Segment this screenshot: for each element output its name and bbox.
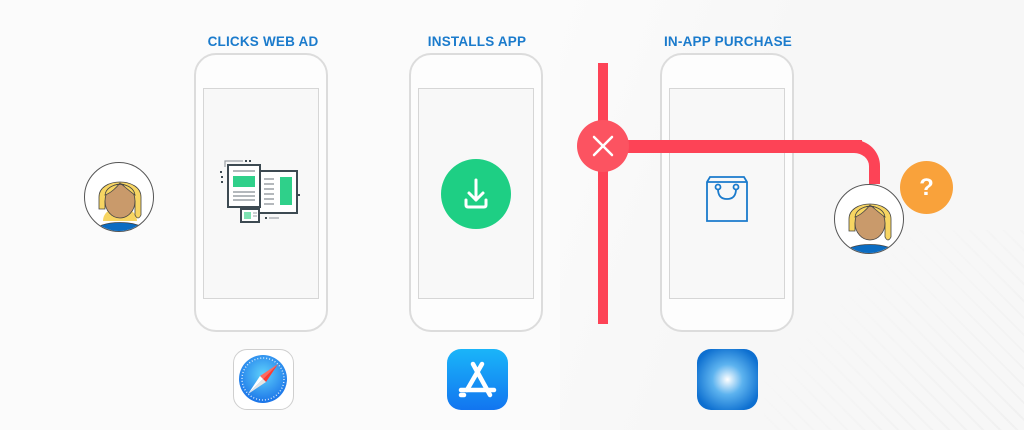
step-label-installs-app: INSTALLS APP <box>427 34 527 49</box>
user-avatar-icon <box>93 181 147 231</box>
phone-screen <box>669 88 785 299</box>
download-icon <box>441 158 511 229</box>
end-user-avatar <box>834 184 904 254</box>
step-label-clicks-web-ad: CLICKS WEB AD <box>207 34 319 49</box>
shopping-bag-icon <box>706 175 748 222</box>
phone-clicks-web-ad <box>194 53 328 332</box>
safari-icon <box>233 349 294 410</box>
phone-in-app-purchase <box>660 53 794 332</box>
phone-installs-app <box>409 53 543 332</box>
blue-gradient-app-icon <box>697 349 758 410</box>
attribution-break-line <box>598 63 608 324</box>
phone-screen <box>418 88 534 299</box>
question-mark-icon: ? <box>900 161 953 214</box>
close-icon <box>592 135 614 157</box>
attribution-path-line <box>610 140 862 153</box>
step-label-in-app-purchase: IN-APP PURCHASE <box>663 34 793 49</box>
start-user-avatar <box>84 162 154 232</box>
user-avatar-icon <box>843 203 897 253</box>
background-stripes <box>764 230 1024 430</box>
phone-screen <box>203 88 319 299</box>
blocked-marker <box>577 120 629 172</box>
web-ad-documents-icon <box>220 159 300 223</box>
app-store-icon <box>447 349 508 410</box>
